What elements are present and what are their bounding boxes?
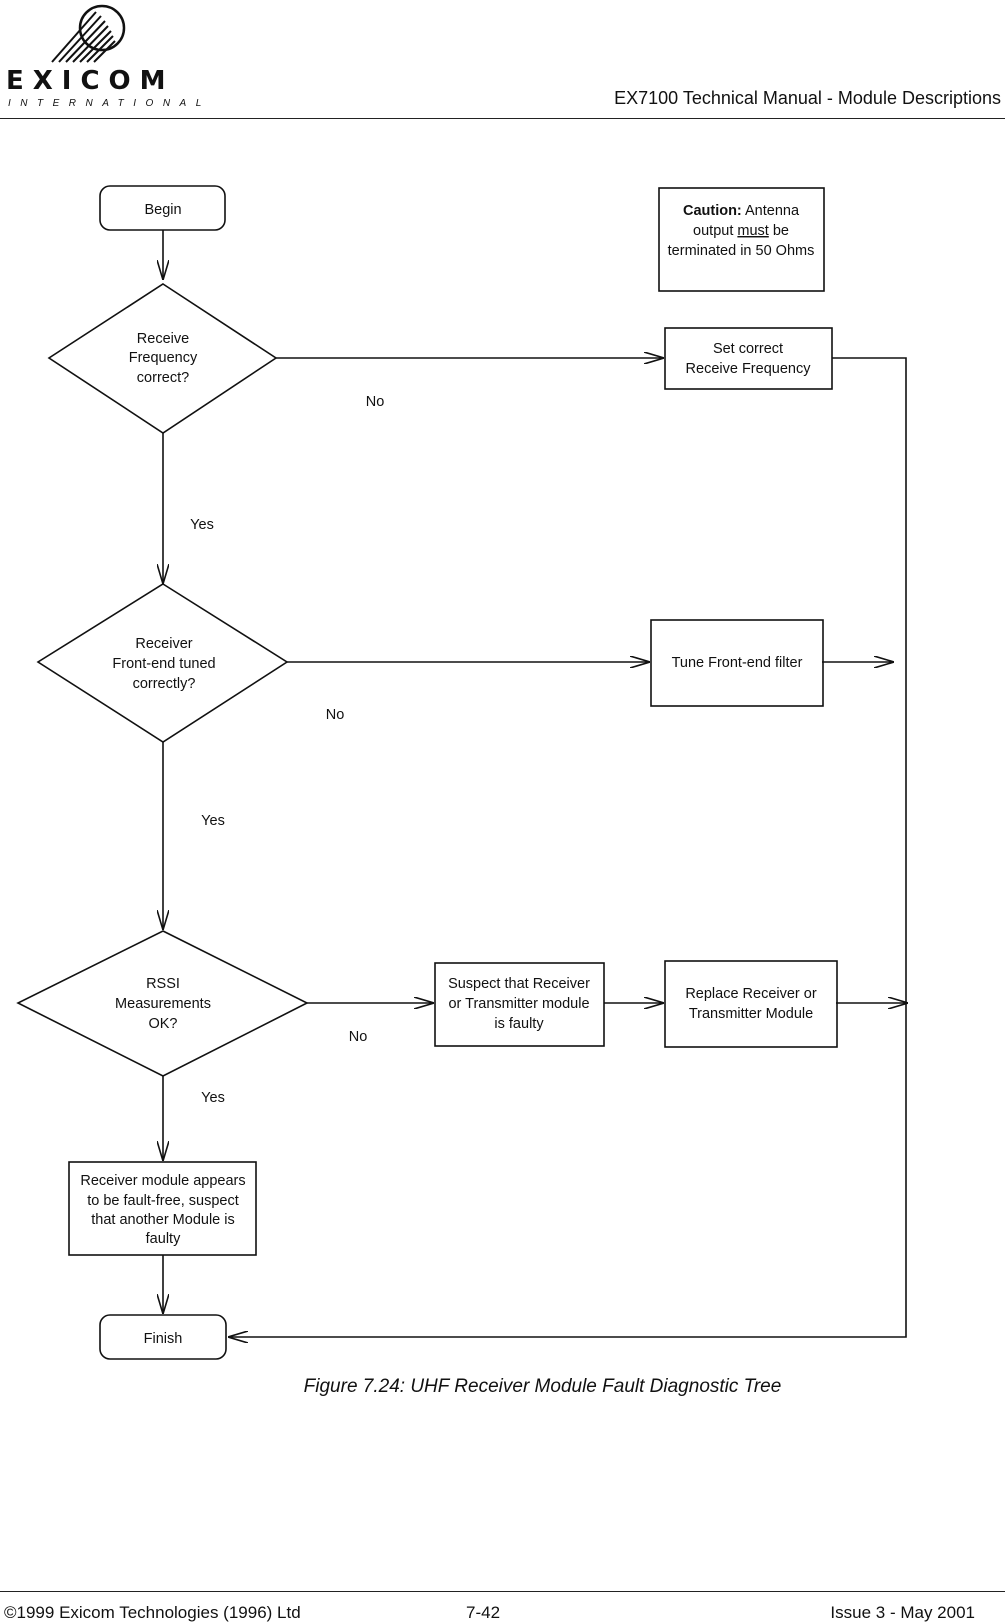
replace-line: Transmitter Module (689, 1006, 813, 1022)
replace-line: Replace Receiver or (685, 986, 817, 1002)
connector-return-to-finish (228, 357, 907, 1337)
fault-free-line: Receiver module appears (80, 1173, 245, 1189)
begin-label: Begin (144, 202, 181, 218)
suspect-line: is faulty (494, 1016, 544, 1032)
set-frequency-box (664, 327, 833, 390)
caution-text-line2: output must be (693, 223, 789, 239)
logo-wordmark: EXICOM (6, 66, 175, 96)
header-title: EX7100 Technical Manual - Module Descrip… (614, 88, 1001, 108)
q1-yes-label: Yes (190, 517, 214, 533)
q3-no-label: No (349, 1029, 368, 1045)
q2-no-label: No (326, 707, 345, 723)
set-frequency-line: Receive Frequency (686, 361, 812, 377)
finish-label: Finish (144, 1331, 183, 1347)
logo-globe-icon (51, 4, 126, 63)
tune-filter-box (650, 619, 824, 707)
set-frequency-line: Set correct (713, 341, 783, 357)
q2-yes-label: Yes (201, 813, 225, 829)
fault-diagnostic-flowchart: Begin Caution: Antenna output must be te… (16, 185, 908, 1360)
fault-free-line: that another Module is (91, 1212, 234, 1228)
q2-label-line: Receiver (135, 636, 192, 652)
q1-no-label: No (366, 394, 385, 410)
fault-free-line: to be fault-free, suspect (87, 1193, 239, 1209)
q2-label-line: Front-end tuned (112, 656, 215, 672)
suspect-module-box (434, 962, 605, 1047)
footer-copyright: ©1999 Exicom Technologies (1996) Ltd (4, 1603, 301, 1622)
footer-divider (0, 1591, 1005, 1592)
header-divider (0, 118, 1005, 119)
decision-front-end-tuned (36, 583, 289, 743)
begin-terminal (99, 185, 226, 231)
q3-label-line: OK? (148, 1016, 177, 1032)
logo-subtitle: INTERNATIONAL (8, 98, 211, 109)
suspect-line: Suspect that Receiver (448, 976, 590, 992)
decision-rssi-measurements (16, 930, 309, 1077)
decision-receive-frequency (47, 283, 278, 434)
q3-yes-label: Yes (201, 1090, 225, 1106)
footer-page-number: 7-42 (466, 1603, 501, 1622)
q1-label-line: correct? (137, 370, 189, 386)
fault-free-box (68, 1161, 257, 1256)
tune-filter-label: Tune Front-end filter (672, 655, 803, 671)
q3-label-line: RSSI (146, 976, 180, 992)
q1-label-line: Receive (137, 331, 189, 347)
caution-text: Caution: Antenna (683, 203, 800, 219)
q1-label-line: Frequency (129, 350, 198, 366)
q2-label-line: correctly? (133, 676, 196, 692)
caution-note (658, 187, 825, 292)
suspect-line: or Transmitter module (448, 996, 589, 1012)
exicom-logo: EXICOM INTERNATIONAL (4, 2, 201, 112)
figure-caption: Figure 7.24: UHF Receiver Module Fault D… (303, 1376, 782, 1397)
finish-terminal (99, 1314, 227, 1360)
q3-label-line: Measurements (115, 996, 211, 1012)
caution-text-line3: terminated in 50 Ohms (668, 243, 815, 259)
replace-module-box (664, 960, 838, 1048)
fault-free-line: faulty (146, 1231, 181, 1247)
footer-issue: Issue 3 - May 2001 (830, 1603, 975, 1622)
